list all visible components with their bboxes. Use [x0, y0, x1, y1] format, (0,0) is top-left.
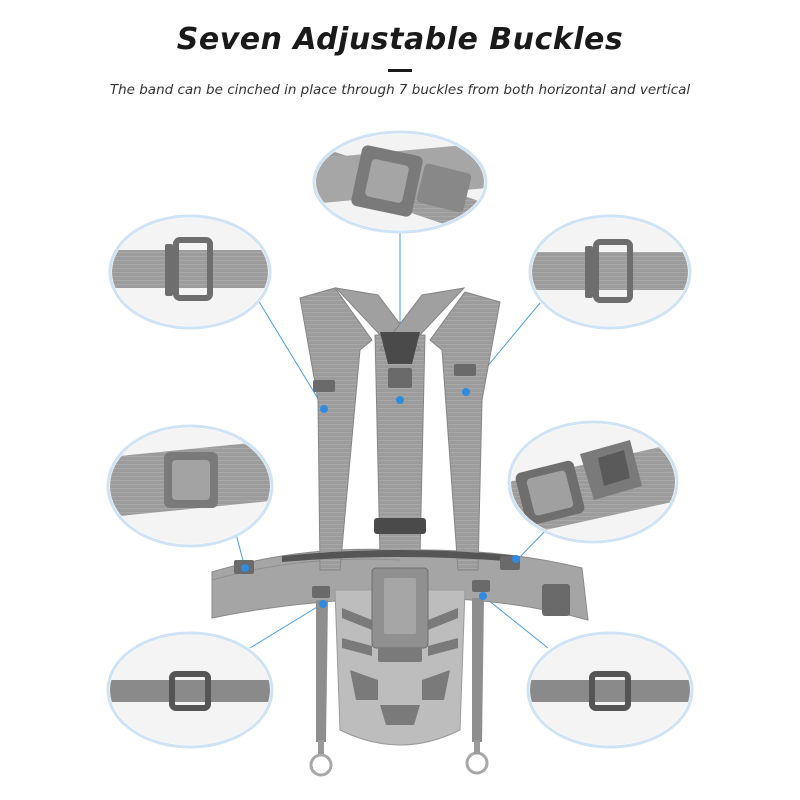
title-underline — [388, 69, 412, 72]
callout-top-center — [312, 130, 488, 234]
callout-dots — [241, 388, 520, 608]
page-subtitle: The band can be cinched in place through… — [109, 82, 691, 98]
callout-upper-right — [528, 214, 692, 330]
page-title: Seven Adjustable Buckles — [176, 22, 624, 57]
callout-lower-left — [106, 631, 274, 749]
callout-middle-left — [106, 424, 274, 548]
callout-upper-left — [108, 214, 272, 330]
callout-lower-right — [526, 631, 694, 749]
harness — [211, 287, 589, 777]
callout-middle-right — [507, 420, 679, 544]
